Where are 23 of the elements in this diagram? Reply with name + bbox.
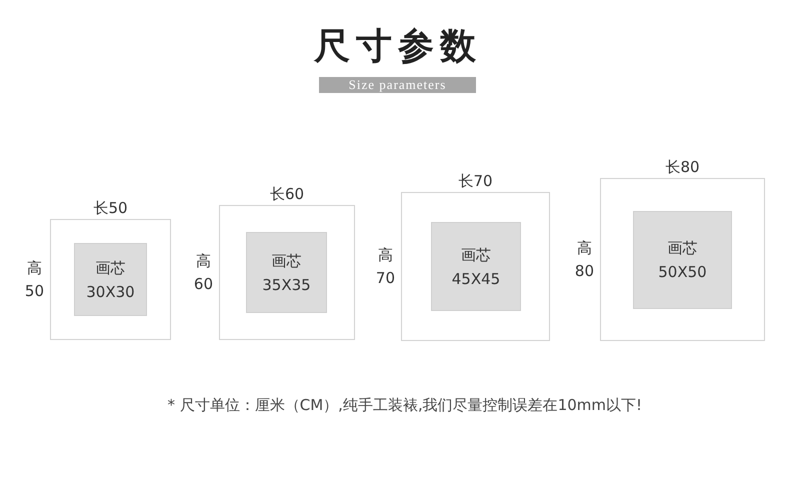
footnote: * 尺寸单位：厘米（CM）,纯手工装裱,我们尽量控制误差在10mm以下! — [168, 395, 642, 415]
size-label: 50X50 — [658, 262, 707, 283]
artwork-area — [74, 243, 147, 316]
artwork-area — [246, 232, 327, 313]
dimension-label: 高60 — [194, 250, 213, 294]
dimension-label: 高70 — [376, 244, 395, 288]
area-label: 画芯 — [668, 238, 698, 259]
area-label: 画芯 — [96, 258, 126, 278]
dimension-label: 长80 — [665, 158, 700, 176]
dimension-label: 长50 — [93, 199, 128, 217]
size-label: 35X35 — [262, 274, 311, 296]
size-label: 30X30 — [86, 282, 135, 302]
dimension-label: 长60 — [270, 185, 304, 203]
size-label: 45X45 — [452, 268, 500, 290]
artwork-area — [431, 222, 521, 311]
area-label: 画芯 — [461, 244, 491, 266]
area-label: 画芯 — [272, 250, 302, 272]
page-title: 尺寸参数 — [312, 26, 482, 66]
artwork-area — [633, 211, 732, 309]
dimension-label: 高80 — [574, 238, 594, 282]
dimension-label: 长70 — [458, 172, 493, 190]
subtitle-bar: Size parameters — [319, 77, 476, 93]
dimension-label: 高50 — [24, 258, 44, 302]
